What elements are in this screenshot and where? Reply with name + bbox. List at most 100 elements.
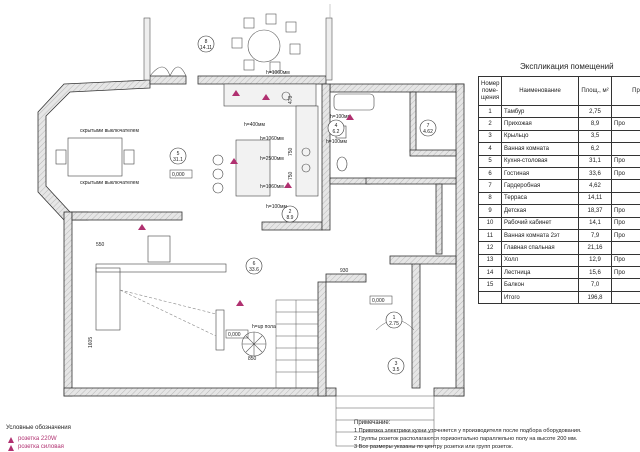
terrace-chair [269, 61, 281, 73]
header-area: Площ., м² [578, 76, 612, 106]
dining-chair [55, 149, 67, 165]
height-label: h=100мм [266, 204, 287, 210]
bar-stool [212, 168, 224, 180]
height-label: h=1060мм [266, 70, 290, 76]
note-item: 1 Привязка электрики кухни уточняется у … [354, 428, 582, 434]
wall-wardrobe [409, 91, 417, 153]
wall-top-right [197, 75, 327, 85]
room-tag-num: 1 [393, 315, 396, 321]
counter-top-run [223, 83, 317, 107]
dining-chair [123, 149, 135, 165]
room-number: 11 [478, 228, 502, 243]
socket-icon [8, 445, 14, 451]
wall-kitchen-living-2 [261, 221, 323, 231]
room-extra: Про [611, 216, 640, 230]
total-label: Итого [501, 290, 579, 305]
terrace-door [149, 66, 187, 77]
switch-note: скрытыми выключателем [80, 180, 139, 186]
room-name: Детская [501, 204, 579, 218]
dimension-label: 470 [288, 95, 294, 104]
wall-hall-left [317, 281, 327, 397]
room-area: 4,62 [578, 179, 612, 193]
table-header-row: Номер поме-щения Наименование Площ., м² … [478, 76, 640, 106]
armchair [147, 235, 171, 263]
tv-unit [215, 309, 225, 351]
table-title: Экспликация помещений [520, 62, 614, 71]
room-extra [611, 104, 640, 119]
room-tag [245, 257, 263, 275]
wall-bottom-right [433, 387, 465, 397]
room-tag [385, 311, 403, 329]
wall-hall-top [325, 273, 367, 283]
room-tag [387, 357, 405, 375]
note-item: 3 Все размеры указаны по центру розетки … [354, 444, 514, 450]
socket-icon [236, 300, 244, 306]
staircase [275, 299, 319, 389]
room-tags [169, 35, 437, 375]
wall-kitchen-living [71, 211, 183, 221]
level-label: 0,000 [372, 298, 385, 304]
dimension-label: 850 [248, 356, 257, 362]
dining-set [55, 137, 135, 177]
terrace-chair [285, 21, 297, 33]
terrace-chair [243, 59, 255, 71]
room-number: 6 [478, 166, 502, 181]
room-extra [611, 129, 640, 144]
terrace [143, 4, 333, 81]
room-number: 7 [478, 179, 502, 193]
note-item: 2 Группы розеток располагаются горизонта… [354, 436, 578, 442]
room-area: 21,16 [578, 241, 612, 255]
tv-sightline [119, 289, 217, 337]
room-name: Прихожая [501, 117, 579, 131]
socket-icon [346, 114, 354, 120]
room-extra [611, 191, 640, 206]
room-number: 14 [478, 266, 502, 280]
level-markers [169, 169, 393, 339]
socket-icon [284, 182, 292, 188]
island [235, 139, 271, 197]
header-number: Номер поме-щения [478, 76, 502, 106]
room-tag-num: 6 [253, 261, 256, 267]
dimension-label: 930 [340, 268, 349, 274]
room-name: Крыльцо [501, 129, 579, 144]
room-number: 12 [478, 241, 502, 255]
room-tag-area: 33.6 [249, 267, 259, 273]
header-name: Наименование [501, 76, 579, 106]
height-label: h=1060мм [260, 184, 284, 190]
room-name: Рабочий кабинет [501, 216, 579, 230]
room-tag-area: 4.62 [423, 129, 433, 135]
terrace-chair [265, 13, 277, 25]
room-number: 4 [478, 142, 502, 156]
sink [281, 91, 291, 101]
room-tag-num: 3 [395, 361, 398, 367]
outlet-markers [8, 90, 354, 451]
height-label: h=400мм [244, 122, 265, 128]
room-area: 8,9 [578, 117, 612, 131]
bar-stool [212, 154, 224, 166]
room-schedule-table: Номер поме-щения Наименование Площ., м² … [478, 76, 640, 305]
walls [37, 75, 465, 397]
room-extra: Про [611, 166, 640, 181]
room-tag-num: 8 [205, 39, 208, 45]
hob [301, 163, 311, 173]
room-extra: Про [611, 204, 640, 218]
room-area: 12,9 [578, 253, 612, 268]
room-extra: Про [611, 154, 640, 168]
wall-bottom-left [63, 387, 337, 397]
legend-item: розетка 220W [18, 436, 57, 442]
room-area: 2,75 [578, 104, 612, 119]
height-label: h=2500мм [260, 156, 284, 162]
